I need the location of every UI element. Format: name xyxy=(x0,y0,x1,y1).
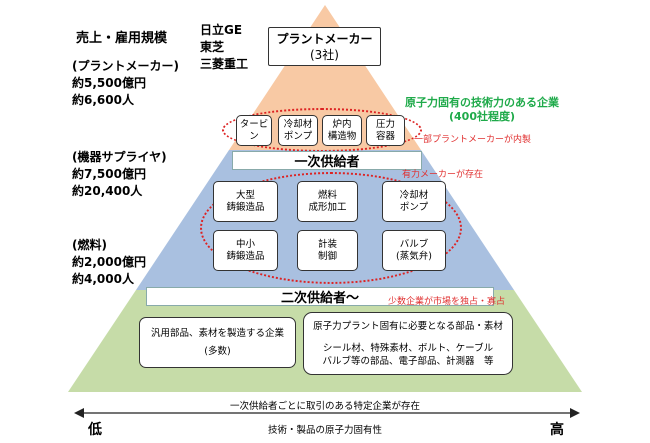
tier2-bar: 二次供給者〜 xyxy=(146,287,494,306)
plant-maker-box: プラントメーカー(3社) xyxy=(268,27,381,66)
left-title: 売上・雇用規模 xyxy=(76,31,168,46)
axis-low: 低 xyxy=(88,422,102,438)
axis-high: 高 xyxy=(550,422,564,438)
equipment-box: 圧力 容器 xyxy=(366,115,405,146)
equipment-box: 炉内 構造物 xyxy=(322,115,362,146)
plant-info: (プラントメーカー)約5,500億円約6,600人 xyxy=(72,59,179,107)
supplier-box: 計装 制御 xyxy=(297,230,358,271)
supplier-info: (機器サプライヤ)約7,500億円約20,400人 xyxy=(72,150,167,198)
inhouse-note: 一部プラントメーカーが内製 xyxy=(414,135,532,145)
tech-company-note: 原子力固有の技術力のある企業(400社程度) xyxy=(405,96,559,123)
supplier-box: 冷却材 ポンプ xyxy=(382,181,446,222)
dotted-ellipse-middle xyxy=(200,172,462,284)
supplier-box: 燃料 成形加工 xyxy=(297,181,358,222)
fuel-info: (燃料)約2,000億円約4,000人 xyxy=(72,238,146,286)
equipment-box: 冷却材 ポンプ xyxy=(278,115,318,146)
arrow-right-head xyxy=(570,408,580,418)
tier1-note: 有力メーカーが存在 xyxy=(402,170,484,180)
supplier-box: 大型 鋳鍛造品 xyxy=(213,181,278,222)
tier2-note: 少数企業が市場を独占・寡占 xyxy=(388,297,506,307)
supplier-box: 中小 鋳鍛造品 xyxy=(213,230,278,271)
arrow-left-head xyxy=(74,408,84,418)
supplier-box: バルブ (蒸気弁) xyxy=(382,230,446,271)
axis-label: 技術・製品の原子力固有性 xyxy=(267,425,382,436)
specific-parts-box: 原子力プラント固有に必要となる部品・素材シール材、特殊素材、ボルト、ケーブルバル… xyxy=(303,312,513,375)
general-parts-box: 汎用部品、素材を製造する企業(多数) xyxy=(139,317,296,368)
bottom-note: 一次供給者ごとに取引のある特定企業が存在 xyxy=(229,401,420,412)
tier1-bar: 一次供給者 xyxy=(232,151,422,170)
equipment-box: タービン xyxy=(236,115,272,146)
